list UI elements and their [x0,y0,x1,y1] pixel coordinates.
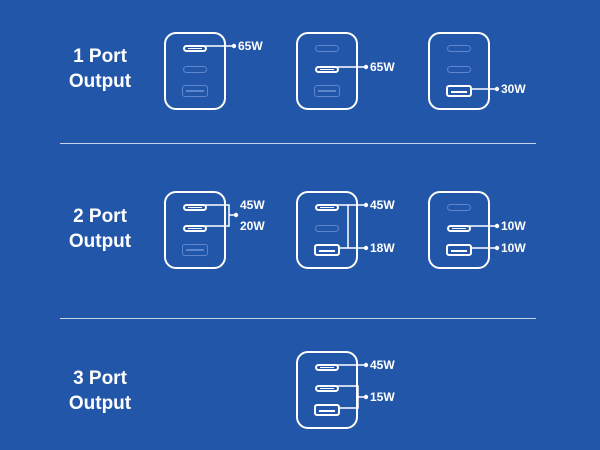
usb-c-port-icon [447,45,471,52]
wattage-label: 15W [370,390,395,404]
row-label-1-port: 1 Port Output [40,44,160,94]
usb-c-port-icon [447,66,471,73]
wattage-label: 30W [501,82,526,96]
usb-c-port-icon [315,364,339,371]
usb-c-port-icon [183,204,207,211]
usb-a-port-icon [182,85,208,97]
usb-c-port-icon [183,225,207,232]
row-label-3-port: 3 Port Output [40,366,160,416]
usb-c-port-icon [183,45,207,52]
usb-c-port-icon [447,225,471,232]
wattage-label: 45W [240,198,265,212]
charger-icon [164,32,226,110]
usb-a-port-icon [182,244,208,256]
usb-c-port-icon [315,66,339,73]
usb-c-port-icon [315,204,339,211]
row-label-line2: Output [68,231,132,252]
row-label-line2: Output [68,393,132,414]
usb-a-port-icon [446,85,472,97]
wattage-label: 65W [370,60,395,74]
charger-icon [164,191,226,269]
wattage-label: 10W [501,241,526,255]
usb-c-port-icon [315,385,339,392]
usb-c-port-icon [447,204,471,211]
usb-c-port-icon [183,66,207,73]
charger-icon [296,351,358,429]
charger-icon [296,191,358,269]
usb-a-port-icon [446,244,472,256]
row-label-2-port: 2 Port Output [40,204,160,254]
usb-c-port-icon [315,225,339,232]
section-divider [60,143,536,144]
usb-a-port-icon [314,404,340,416]
wattage-label: 10W [501,219,526,233]
section-divider [60,318,536,319]
usb-c-port-icon [315,45,339,52]
wattage-label: 45W [370,358,395,372]
usb-a-port-icon [314,85,340,97]
usb-a-port-icon [314,244,340,256]
row-label-line1: 2 Port [73,206,127,227]
wattage-label: 20W [240,219,265,233]
row-label-line1: 3 Port [73,368,127,389]
row-label-line1: 1 Port [73,46,127,67]
charger-icon [296,32,358,110]
wattage-label: 65W [238,39,263,53]
charger-icon [428,32,490,110]
wattage-label: 45W [370,198,395,212]
wattage-label: 18W [370,241,395,255]
row-label-line2: Output [68,71,132,92]
